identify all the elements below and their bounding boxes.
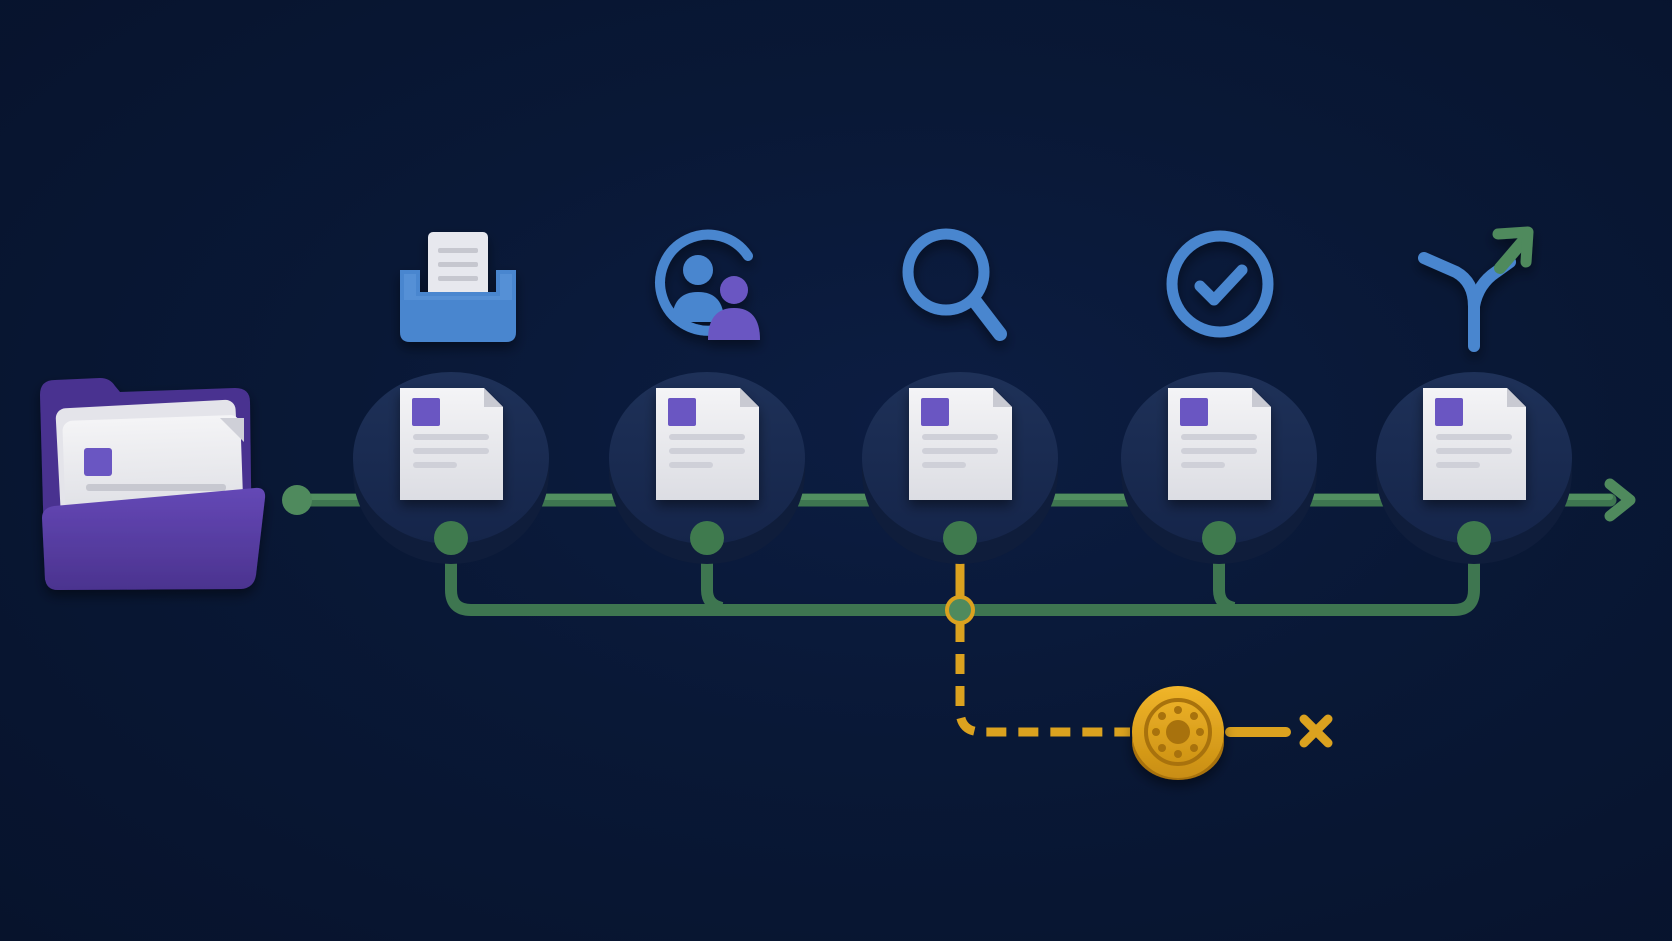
document-icon — [1168, 388, 1271, 500]
stage-node-dot — [1457, 521, 1491, 555]
flow-end-arrow-icon — [1604, 478, 1636, 522]
stage-node-dot — [1202, 521, 1236, 555]
document-icon — [400, 388, 503, 500]
stage-node-dot — [943, 521, 977, 555]
exception-branch — [955, 538, 1333, 780]
x-terminate-icon — [1299, 714, 1333, 748]
stages — [353, 226, 1572, 625]
check-circle-icon — [1166, 230, 1274, 338]
users-refresh-icon — [655, 229, 760, 340]
fork-arrow-icon — [1418, 226, 1534, 352]
magnifier-icon — [902, 228, 1007, 341]
stage-routing — [1376, 226, 1572, 564]
stage-assignment — [609, 229, 805, 564]
document-icon — [1423, 388, 1526, 500]
inbox-tray-icon — [400, 232, 516, 342]
stage-node-dot — [434, 521, 468, 555]
stage-review — [862, 228, 1058, 625]
folder-with-documents-icon — [40, 378, 266, 590]
stage-node-dot — [690, 521, 724, 555]
document-icon — [656, 388, 759, 500]
flow-start-dot — [282, 485, 312, 515]
archive-dial-icon — [1132, 686, 1224, 780]
branch-junction-dot — [945, 595, 975, 625]
stage-approval — [1121, 230, 1317, 564]
document-icon — [909, 388, 1012, 500]
stage-intake — [353, 232, 549, 564]
